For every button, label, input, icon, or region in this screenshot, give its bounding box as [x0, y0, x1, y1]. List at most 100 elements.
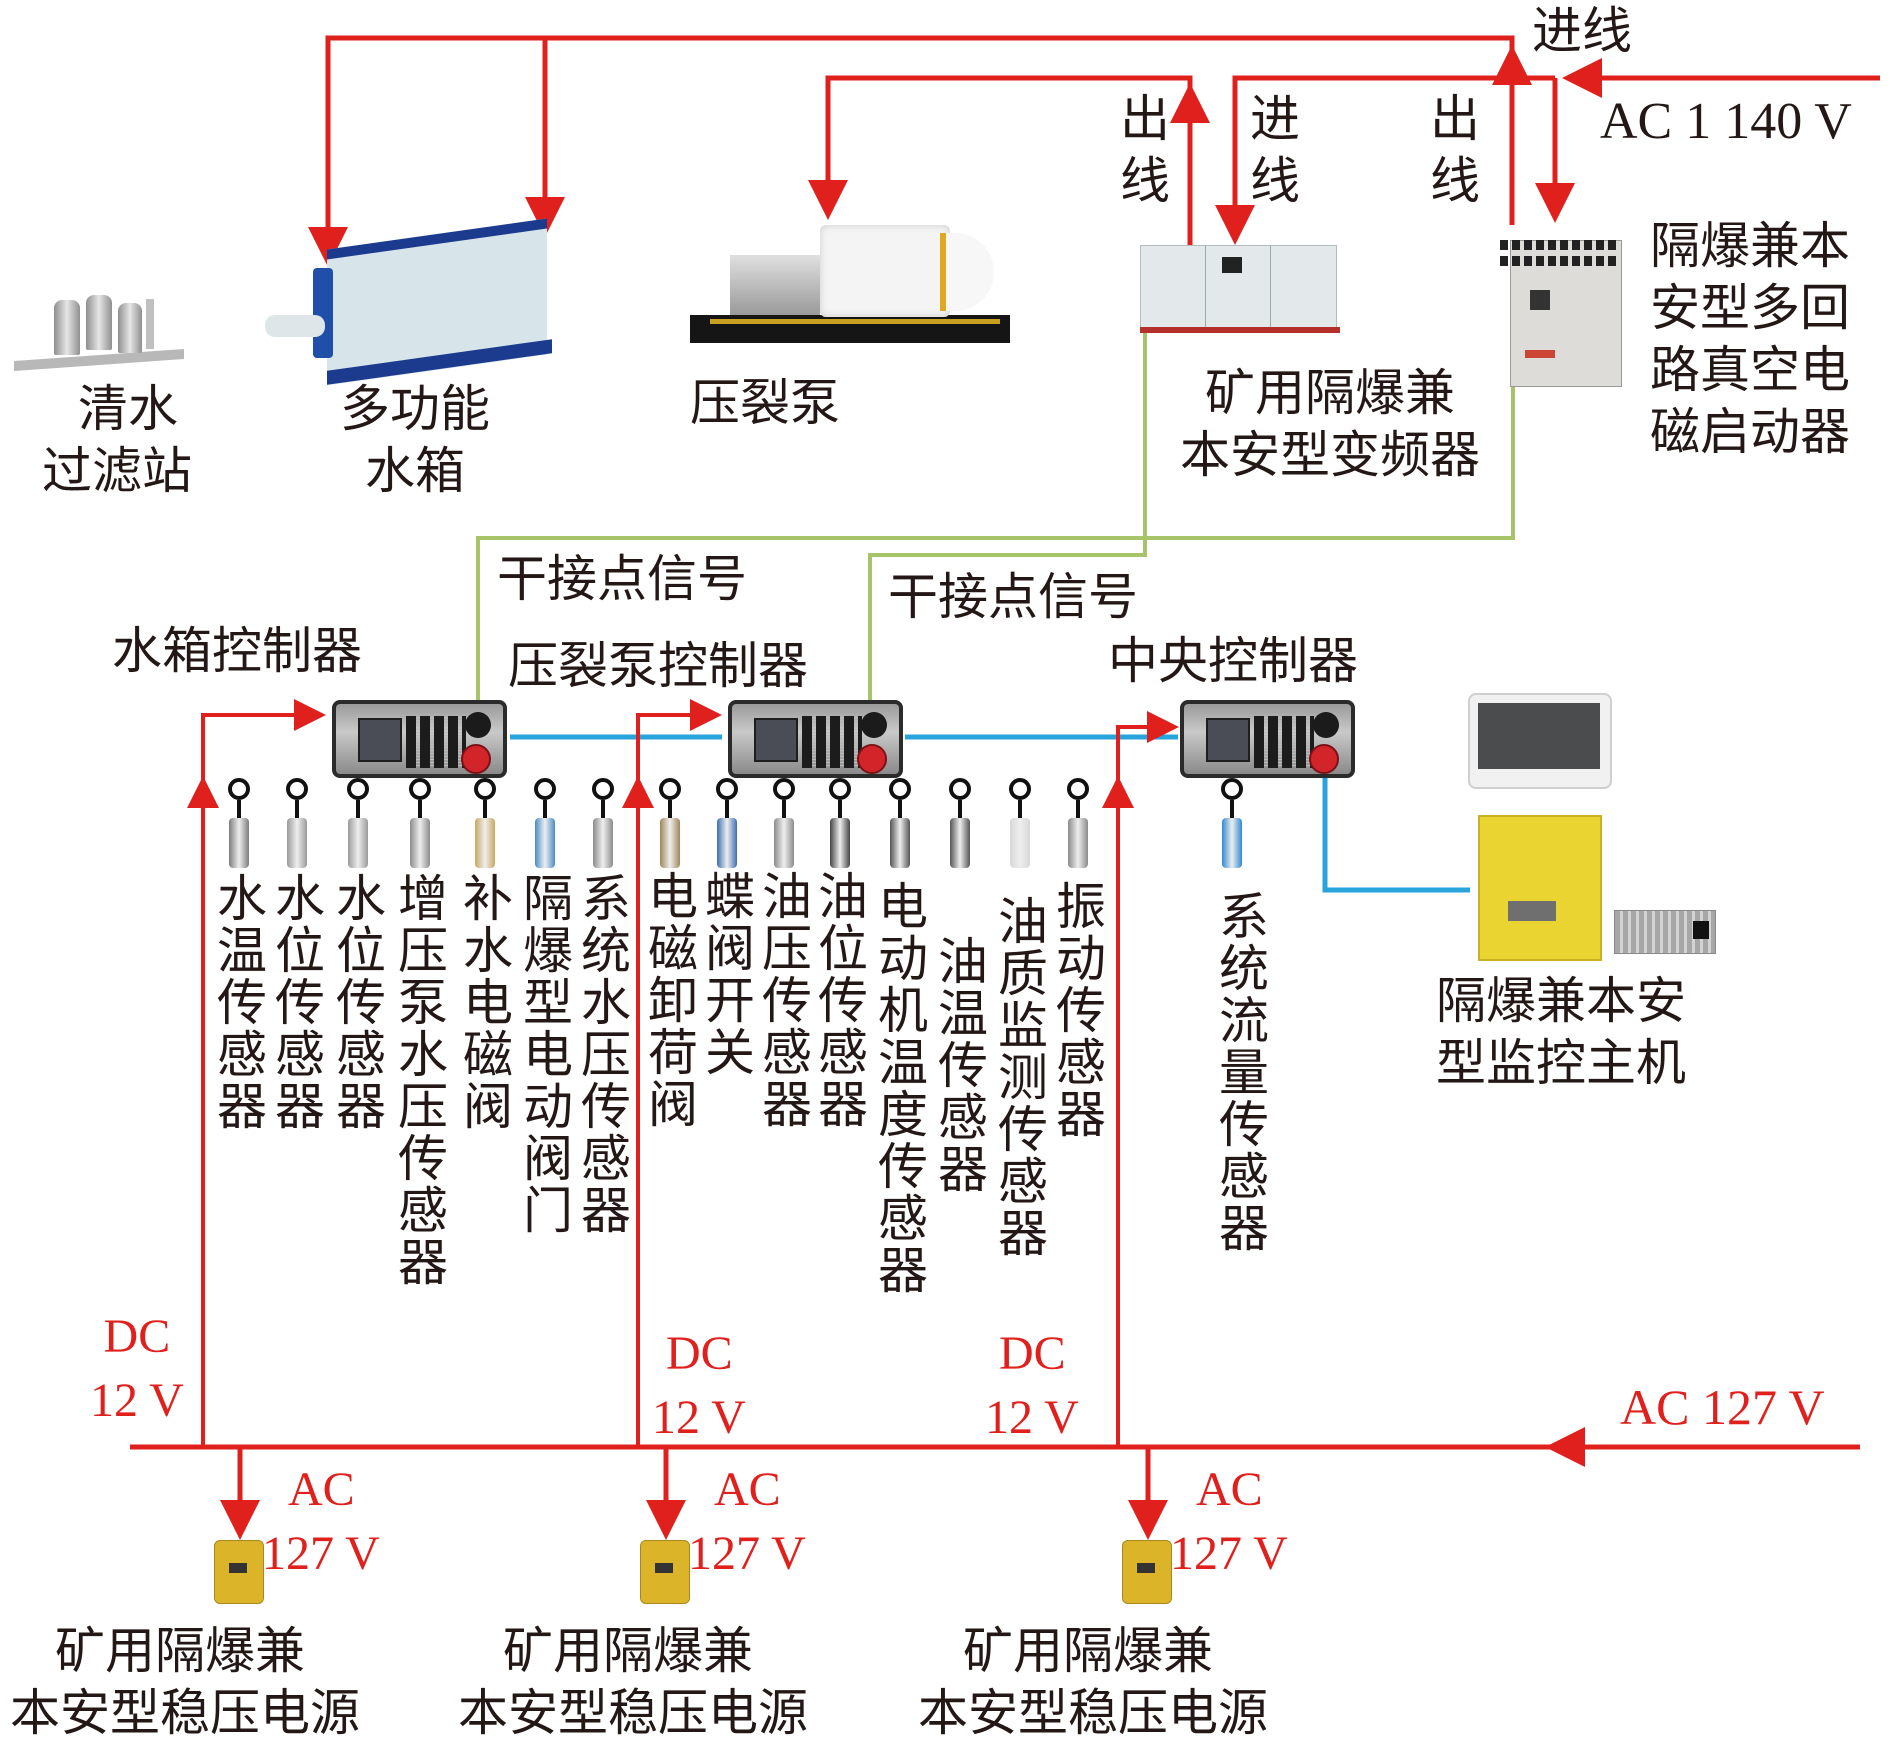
sensor-label: 振动传感器: [1048, 880, 1106, 1140]
vfd-label: 矿用隔爆兼 本安型变频器: [1180, 364, 1480, 484]
dry-contact-signal-label-2: 干接点信号: [888, 568, 1138, 626]
starter-label: 隔爆兼本 安型多回 路真空电 磁启动器: [1650, 217, 1850, 461]
dc-feed-tank: [201, 699, 326, 1447]
emergency-stop-icon: [461, 744, 491, 774]
sensor-connector-stem: [782, 800, 786, 818]
sensor-label: 隔爆型电动阀门: [515, 872, 573, 1236]
sensor-label: 油压传感器: [754, 870, 812, 1130]
sensor-connector-stem: [838, 800, 842, 818]
sensor-connector-stem: [418, 800, 422, 818]
sensor-connector-stem: [483, 800, 487, 818]
pump-controller-label: 压裂泵控制器: [508, 637, 808, 695]
sensor-device-icon: [287, 818, 307, 868]
power-supply-icon: [214, 1540, 264, 1604]
sensor-connector-icon: [347, 778, 369, 800]
sensor-device-icon: [229, 818, 249, 868]
dc-label-2: DC 12 V: [652, 1327, 746, 1444]
sensor-connector-stem: [1076, 800, 1080, 818]
controller-keypad: [406, 716, 466, 768]
sensor-connector-icon: [1067, 778, 1089, 800]
sensor-connector-stem: [295, 800, 299, 818]
sensor-connector-stem: [543, 800, 547, 818]
sensor-connector-icon: [474, 778, 496, 800]
dc-label-1: DC 12 V: [90, 1310, 184, 1427]
sensor-connector-icon: [659, 778, 681, 800]
sensor-device-icon: [774, 818, 794, 868]
filter-station-label: 清水 过滤站: [42, 380, 192, 500]
sensor-connector-stem: [237, 800, 241, 818]
power-supply-icon: [1122, 1540, 1172, 1604]
magnetic-starter-icon: [1500, 220, 1630, 390]
fracturing-pump-label: 压裂泵: [690, 374, 840, 432]
ac127-main-label: AC 127 V: [1620, 1379, 1825, 1435]
ac1140-label: AC 1 140 V: [1600, 93, 1852, 150]
sensor-device-icon: [830, 818, 850, 868]
sensor-connector-stem: [668, 800, 672, 818]
fracturing-pump-icon: [690, 215, 1010, 345]
dry-contact-line-vfd: [868, 330, 1147, 703]
sensor-connector-icon: [592, 778, 614, 800]
sensor-connector-icon: [534, 778, 556, 800]
sensor-label: 水位传感器: [267, 872, 325, 1132]
power-lines: [308, 35, 1880, 267]
controller-keypad: [802, 716, 862, 768]
monitor-host-icon: [1478, 815, 1602, 961]
sensor-label: 水温传感器: [209, 872, 267, 1132]
sensor-device-icon: [1068, 818, 1088, 868]
sensor-label: 电磁卸荷阀: [640, 870, 698, 1130]
sensor-connector-stem: [1018, 800, 1022, 818]
sensor-label: 系统水压传感器: [573, 872, 631, 1236]
sensor-connector-icon: [716, 778, 738, 800]
controller-knob: [861, 712, 887, 738]
water-tank-controller: [332, 700, 507, 778]
sensor-label: 系统流量传感器: [1211, 890, 1269, 1254]
dry-contact-signal-label-1: 干接点信号: [497, 550, 747, 608]
water-tank-icon: [265, 218, 555, 386]
comm-line-central-host: [1322, 775, 1470, 893]
vfd-out-label: 出 线: [1120, 90, 1170, 210]
vfd-in-label: 进 线: [1250, 90, 1300, 210]
dc-feed-central: [1116, 711, 1179, 1447]
sensor-device-icon: [890, 818, 910, 868]
sensor-connector-icon: [1009, 778, 1031, 800]
sensor-device-icon: [348, 818, 368, 868]
ac127-bus: [130, 1427, 1860, 1540]
monitor-display-icon: [1468, 693, 1612, 789]
controller-screen: [358, 718, 402, 762]
sensor-connector-icon: [409, 778, 431, 800]
sensor-label: 蝶阀开关: [697, 870, 755, 1078]
sensor-label: 油位传感器: [810, 870, 868, 1130]
keyboard-icon: [1614, 910, 1716, 954]
power-supply-icon: [640, 1540, 690, 1604]
emergency-stop-icon: [857, 744, 887, 774]
power-supply-label: 矿用隔爆兼本安型稳压电源: [918, 1622, 1268, 1742]
pump-controller: [728, 700, 903, 778]
sensor-connector-stem: [1230, 800, 1234, 818]
sensor-connector-icon: [773, 778, 795, 800]
water-tank-controller-label: 水箱控制器: [112, 622, 362, 680]
power-supply-label: 矿用隔爆兼本安型稳压电源: [458, 1622, 808, 1742]
controller-screen: [754, 718, 798, 762]
sensor-label: 水位传感器: [328, 872, 386, 1132]
sensor-device-icon: [593, 818, 613, 868]
filter-station-icon: [14, 285, 184, 375]
dc-feed-pump: [636, 699, 722, 1447]
sensor-connector-icon: [829, 778, 851, 800]
sensor-label: 电动机温度传感器: [870, 880, 928, 1296]
sensor-label: 油温传感器: [930, 935, 988, 1195]
sensor-connector-stem: [898, 800, 902, 818]
monitor-host-label: 隔爆兼本安 型监控主机: [1436, 972, 1686, 1092]
incoming-line-label: 进线: [1532, 2, 1632, 60]
sensor-device-icon: [717, 818, 737, 868]
central-controller-label: 中央控制器: [1108, 632, 1358, 690]
sensor-label: 油质监测传感器: [990, 895, 1048, 1259]
sensor-device-icon: [535, 818, 555, 868]
sensor-connector-stem: [725, 800, 729, 818]
sensor-connector-stem: [356, 800, 360, 818]
controller-knob: [1313, 712, 1339, 738]
sensor-connector-icon: [949, 778, 971, 800]
dry-contact-line-starter: [476, 330, 1515, 703]
